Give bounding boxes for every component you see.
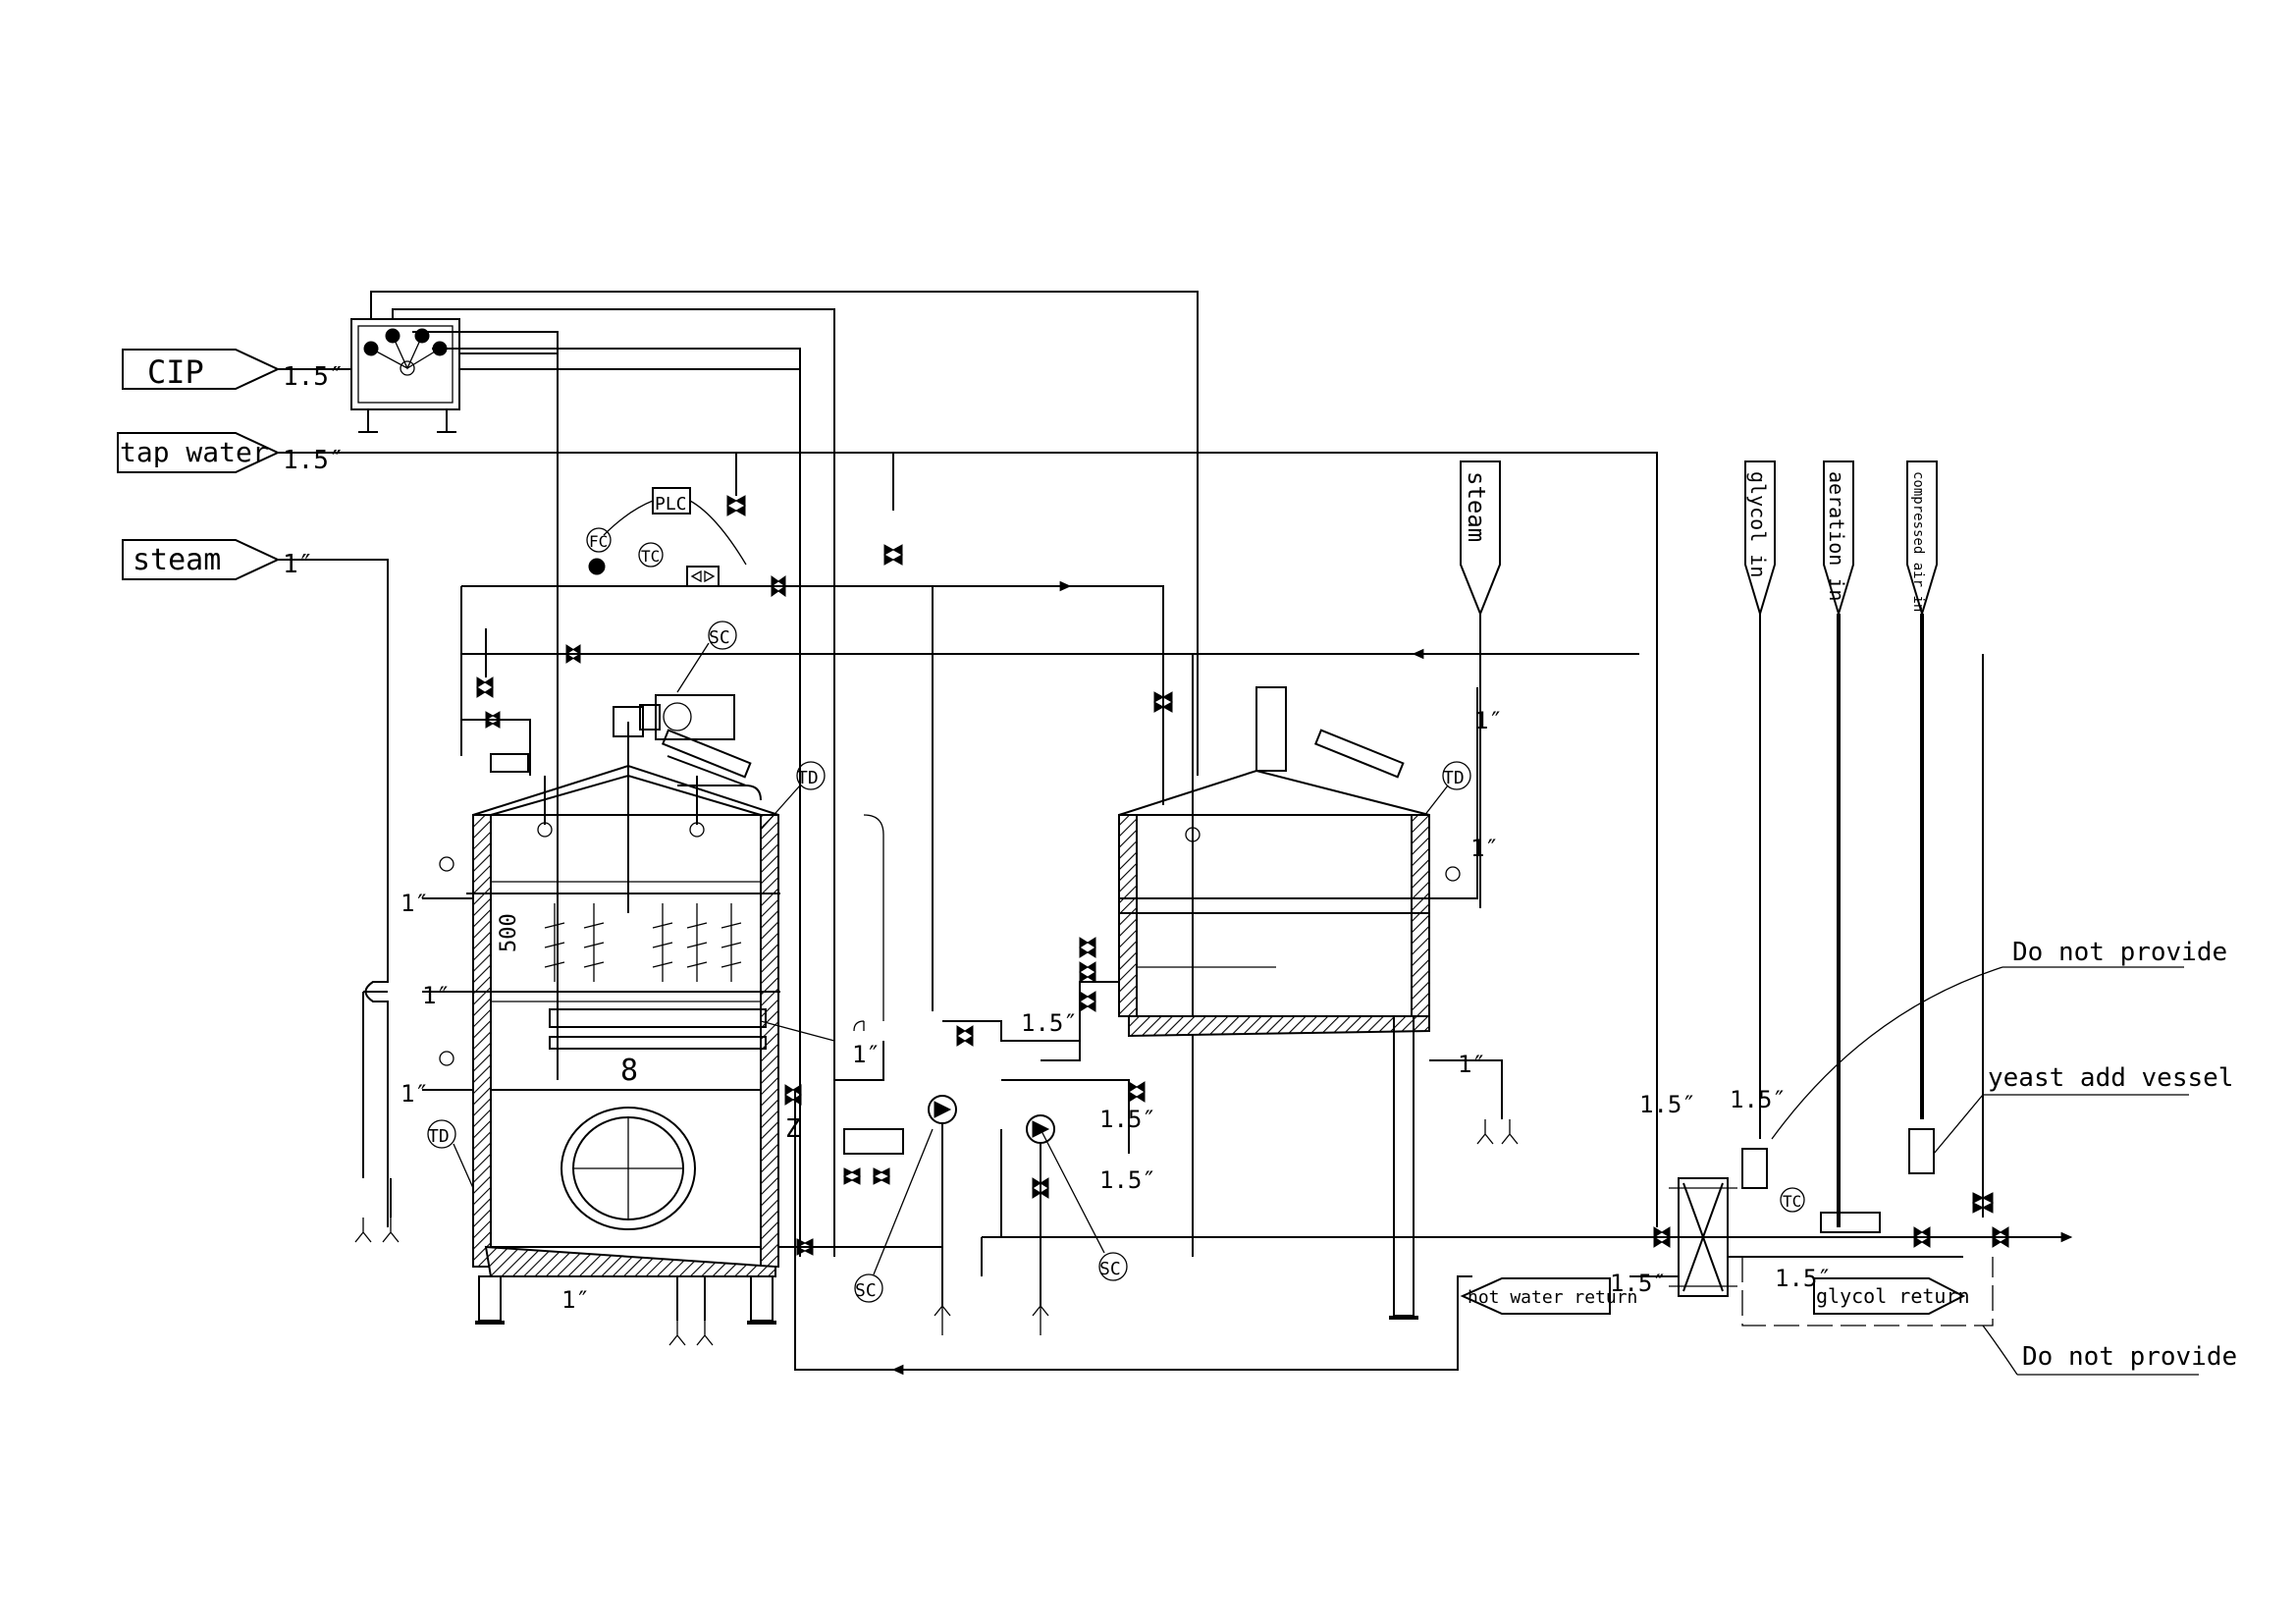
note-yeast-add-vessel: yeast add vessel bbox=[1988, 1063, 2233, 1093]
glycol-inlet-vertical: glycol in bbox=[1744, 460, 1776, 618]
mash-lauter-tun bbox=[466, 694, 835, 1325]
steam-label: steam bbox=[133, 543, 221, 577]
tap-water-label: tap water bbox=[120, 436, 269, 468]
td-marker-mash: TD bbox=[760, 761, 826, 831]
steam-inlet-vertical: steam bbox=[1460, 460, 1501, 617]
sc-marker-right: SC bbox=[1040, 1128, 1128, 1281]
size-mash-1: 1″ bbox=[400, 890, 429, 917]
fc-instrument: FC bbox=[586, 527, 612, 575]
note-do-not-provide-top: Do not provide bbox=[2012, 938, 2227, 967]
cip-inlet-tag: CIP 1.5″ bbox=[122, 349, 345, 392]
glycol-return-tag: glycol return bbox=[1813, 1277, 1970, 1315]
glycol-vertical-label: glycol in bbox=[1746, 471, 1770, 577]
sc-top-label: SC bbox=[709, 627, 730, 648]
cip-size: 1.5″ bbox=[283, 362, 345, 392]
td-kettle-label: TD bbox=[1443, 768, 1465, 788]
aeration-vertical-label: aeration in bbox=[1825, 471, 1848, 601]
compressed-air-inlet-vertical: compressed air in bbox=[1906, 460, 1938, 618]
size-pump-2: 1.5″ bbox=[1099, 1106, 1156, 1133]
plc-box: PLC bbox=[652, 487, 691, 514]
hot-water-return-tag: hot water return bbox=[1460, 1277, 1637, 1315]
tap-water-size: 1.5″ bbox=[283, 446, 345, 475]
steam-size: 1″ bbox=[283, 550, 313, 579]
size-hx-left: 1.5″ bbox=[1639, 1091, 1696, 1118]
td-mash-low-label: TD bbox=[428, 1126, 450, 1147]
size-mash-3: 1″ bbox=[400, 1080, 429, 1108]
compressed-air-vertical-label: compressed air in bbox=[1910, 471, 1926, 612]
pump-2 bbox=[1026, 1114, 1055, 1144]
plc-label: PLC bbox=[655, 494, 687, 514]
size-kettle-1: 1″ bbox=[1474, 707, 1503, 734]
tap-water-inlet-tag: tap water 1.5″ bbox=[117, 432, 345, 475]
size-hx-bottom-left: 1.5″ bbox=[1610, 1270, 1667, 1297]
tc-instrument-top: TC bbox=[638, 542, 664, 568]
sc-marker-top: SC bbox=[676, 621, 737, 693]
valves bbox=[476, 495, 2009, 1256]
size-pump-1: 1.5″ bbox=[1021, 1009, 1078, 1037]
hot-water-return-label: hot water return bbox=[1468, 1287, 1637, 1308]
pump-1 bbox=[928, 1095, 957, 1124]
aeration-inlet-vertical: aeration in bbox=[1823, 460, 1854, 618]
glycol-return-label: glycol return bbox=[1816, 1284, 1970, 1308]
tc-top-label: TC bbox=[641, 547, 660, 566]
tc-instrument-right: TC bbox=[1780, 1187, 1805, 1213]
tc-right-label: TC bbox=[1783, 1192, 1801, 1211]
wort-kettle bbox=[1118, 686, 1430, 1320]
td-mash-label: TD bbox=[797, 768, 819, 788]
size-kettle-3: 1″ bbox=[1458, 1051, 1486, 1078]
size-mash-2: 1″ bbox=[422, 982, 451, 1009]
size-pump-3: 1.5″ bbox=[1099, 1166, 1156, 1194]
cip-label: CIP bbox=[147, 353, 204, 391]
size-mash-bottom: 1″ bbox=[561, 1286, 590, 1314]
size-hx-right: 1.5″ bbox=[1730, 1086, 1787, 1113]
z-mark-left: Z bbox=[785, 1114, 801, 1144]
cip-unit bbox=[350, 318, 460, 433]
dim-500: 500 bbox=[497, 913, 521, 952]
note-do-not-provide-bottom: Do not provide bbox=[2022, 1342, 2237, 1372]
steam-inlet-tag: steam 1″ bbox=[122, 539, 313, 580]
steam-vertical-label: steam bbox=[1463, 471, 1490, 542]
sc-right-label: SC bbox=[1099, 1259, 1121, 1279]
size-mash-right: 1″ bbox=[852, 1041, 881, 1068]
size-kettle-2: 1″ bbox=[1470, 835, 1499, 862]
td-marker-mash-low: TD bbox=[427, 1119, 474, 1189]
fc-label: FC bbox=[589, 532, 608, 551]
mash-eight: 8 bbox=[620, 1054, 638, 1088]
sc-bottom-label: SC bbox=[855, 1280, 877, 1301]
sc-marker-bottom: SC bbox=[854, 1128, 934, 1303]
rake-blades bbox=[544, 903, 742, 982]
